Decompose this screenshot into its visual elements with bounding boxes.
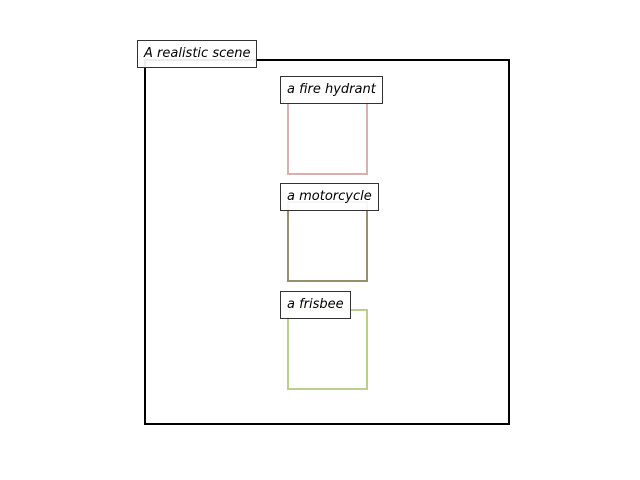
motorcycle-label: a motorcycle: [280, 183, 379, 211]
motorcycle-box: [287, 201, 368, 282]
frisbee-box: [287, 309, 368, 390]
frisbee-label: a frisbee: [280, 291, 351, 319]
fire-hydrant-box: [287, 94, 368, 175]
fire-hydrant-label: a fire hydrant: [280, 76, 383, 104]
scene-label: A realistic scene: [137, 40, 258, 68]
scene-frame: [144, 59, 510, 425]
